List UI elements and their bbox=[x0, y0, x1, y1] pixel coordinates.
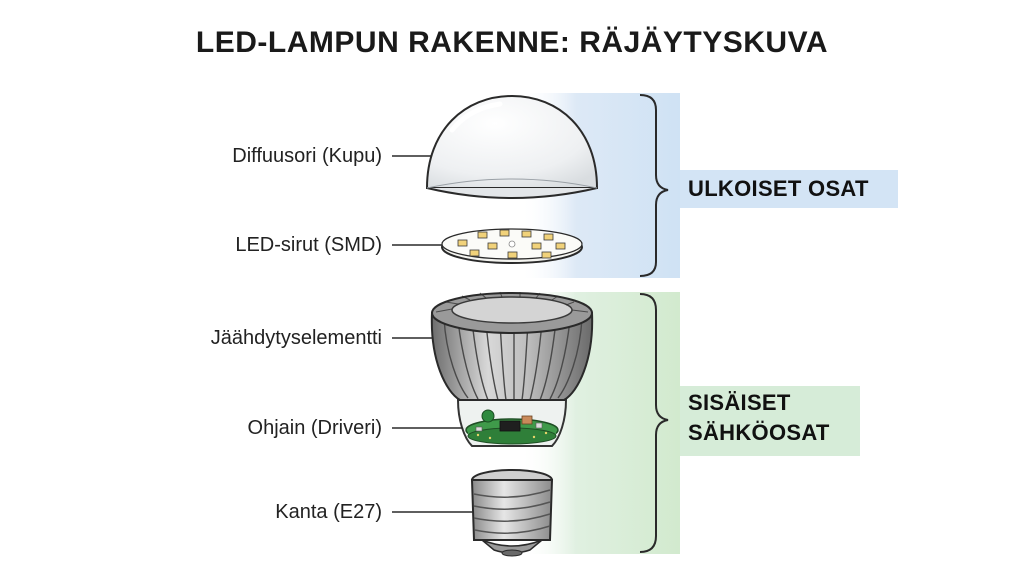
led-chip-board bbox=[441, 228, 583, 264]
group-label-inner-line-1: SISÄISET bbox=[688, 390, 791, 415]
group-label-inner-parts: SISÄISET SÄHKÖOSAT bbox=[688, 388, 830, 448]
group-label-outer-line-1: ULKOISET OSAT bbox=[688, 176, 869, 201]
driver-pcb bbox=[465, 409, 559, 445]
diffuser-dome bbox=[425, 94, 599, 199]
diagram-title: LED-LAMPUN RAKENNE: RÄJÄYTYSKUVA bbox=[195, 26, 829, 59]
outer-parts-bracket bbox=[639, 94, 669, 277]
inner-parts-bracket bbox=[639, 293, 669, 553]
group-label-outer-parts: ULKOISET OSAT bbox=[688, 174, 869, 204]
label-heatsink: Jäähdytyselementti bbox=[210, 327, 382, 349]
label-base: Kanta (E27) bbox=[275, 501, 382, 523]
outer-parts-label-bg bbox=[680, 170, 898, 208]
label-driver: Ohjain (Driveri) bbox=[247, 417, 382, 439]
group-label-inner-line-2: SÄHKÖOSAT bbox=[688, 420, 830, 445]
label-diffuser: Diffuusori (Kupu) bbox=[232, 145, 382, 167]
heat-sink bbox=[430, 291, 594, 401]
e27-base bbox=[470, 469, 554, 557]
label-led-chips: LED-sirut (SMD) bbox=[235, 234, 382, 256]
inner-parts-label-bg bbox=[680, 386, 860, 456]
